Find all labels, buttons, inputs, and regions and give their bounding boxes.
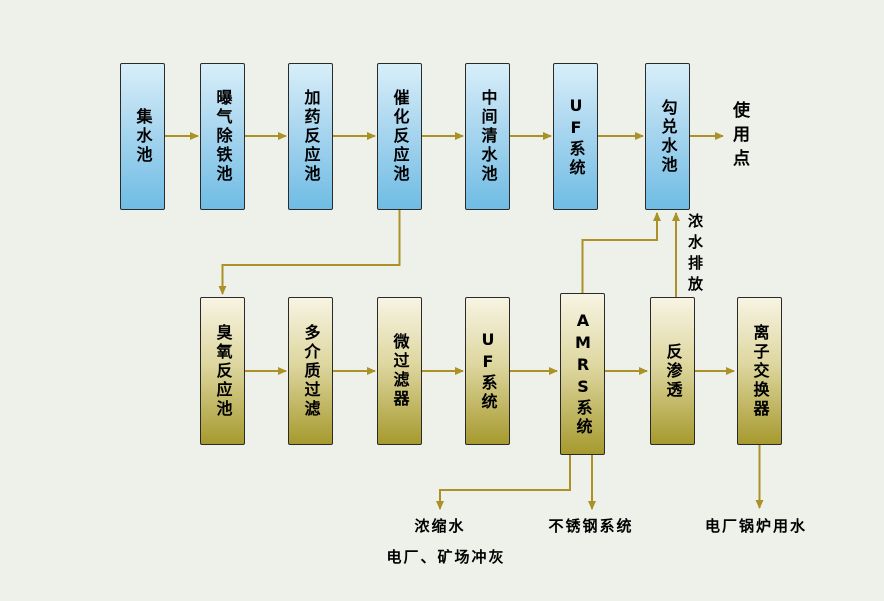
node-label: UF系统 [478,330,498,412]
node-ozone-reaction-pool: 臭氧反应池 [200,297,245,445]
node-ion-exchanger: 离子交换器 [737,297,782,445]
node-uf-system-top: UF系统 [553,63,598,210]
concentrate-discharge-label: 浓水排放 [686,213,704,297]
node-aeration-iron-removal-pool: 曝气除铁池 [200,63,245,210]
node-dosing-reaction-pool: 加药反应池 [288,63,333,210]
node-label: 集水池 [133,108,153,165]
boiler-water-label: 电厂锅炉用水 [704,517,807,535]
stainless-system-label: 不锈钢系统 [548,517,634,535]
node-intermediate-clear-water-pool: 中间清水池 [465,63,510,210]
node-label: AMRS系统 [573,311,593,437]
node-catalytic-reaction-pool: 催化反应池 [377,63,422,210]
node-microfilter: 微过滤器 [377,297,422,445]
node-label: 反渗透 [663,342,683,400]
node-collection-pool: 集水池 [120,63,165,210]
arrow-amrs-to-blending [581,212,661,293]
arrow-amrs-to-concentrated-water [436,455,571,510]
node-amrs-system: AMRS系统 [560,293,605,455]
node-blending-pool: 勾兑水池 [645,63,690,210]
node-label: 曝气除铁池 [213,89,233,184]
ash-flush-label: 电厂、矿场冲灰 [386,548,506,566]
node-label: 勾兑水池 [658,98,678,175]
node-label: UF系统 [566,95,586,178]
node-multimedia-filter: 多介质过滤 [288,297,333,445]
node-label: 中间清水池 [478,89,498,184]
node-label: 加药反应池 [301,89,321,184]
node-label: 多介质过滤 [301,323,321,419]
node-label: 催化反应池 [390,89,410,184]
node-label: 臭氧反应池 [213,323,233,419]
node-uf-system-bottom: UF系统 [465,297,510,445]
node-label: 微过滤器 [390,333,410,409]
node-reverse-osmosis: 反渗透 [650,297,695,445]
node-label: 离子交换器 [750,323,770,419]
arrow-catalytic-to-ozone [218,210,401,295]
concentrated-water-label: 浓缩水 [414,517,466,535]
use-point-label: 使用点 [729,101,749,173]
